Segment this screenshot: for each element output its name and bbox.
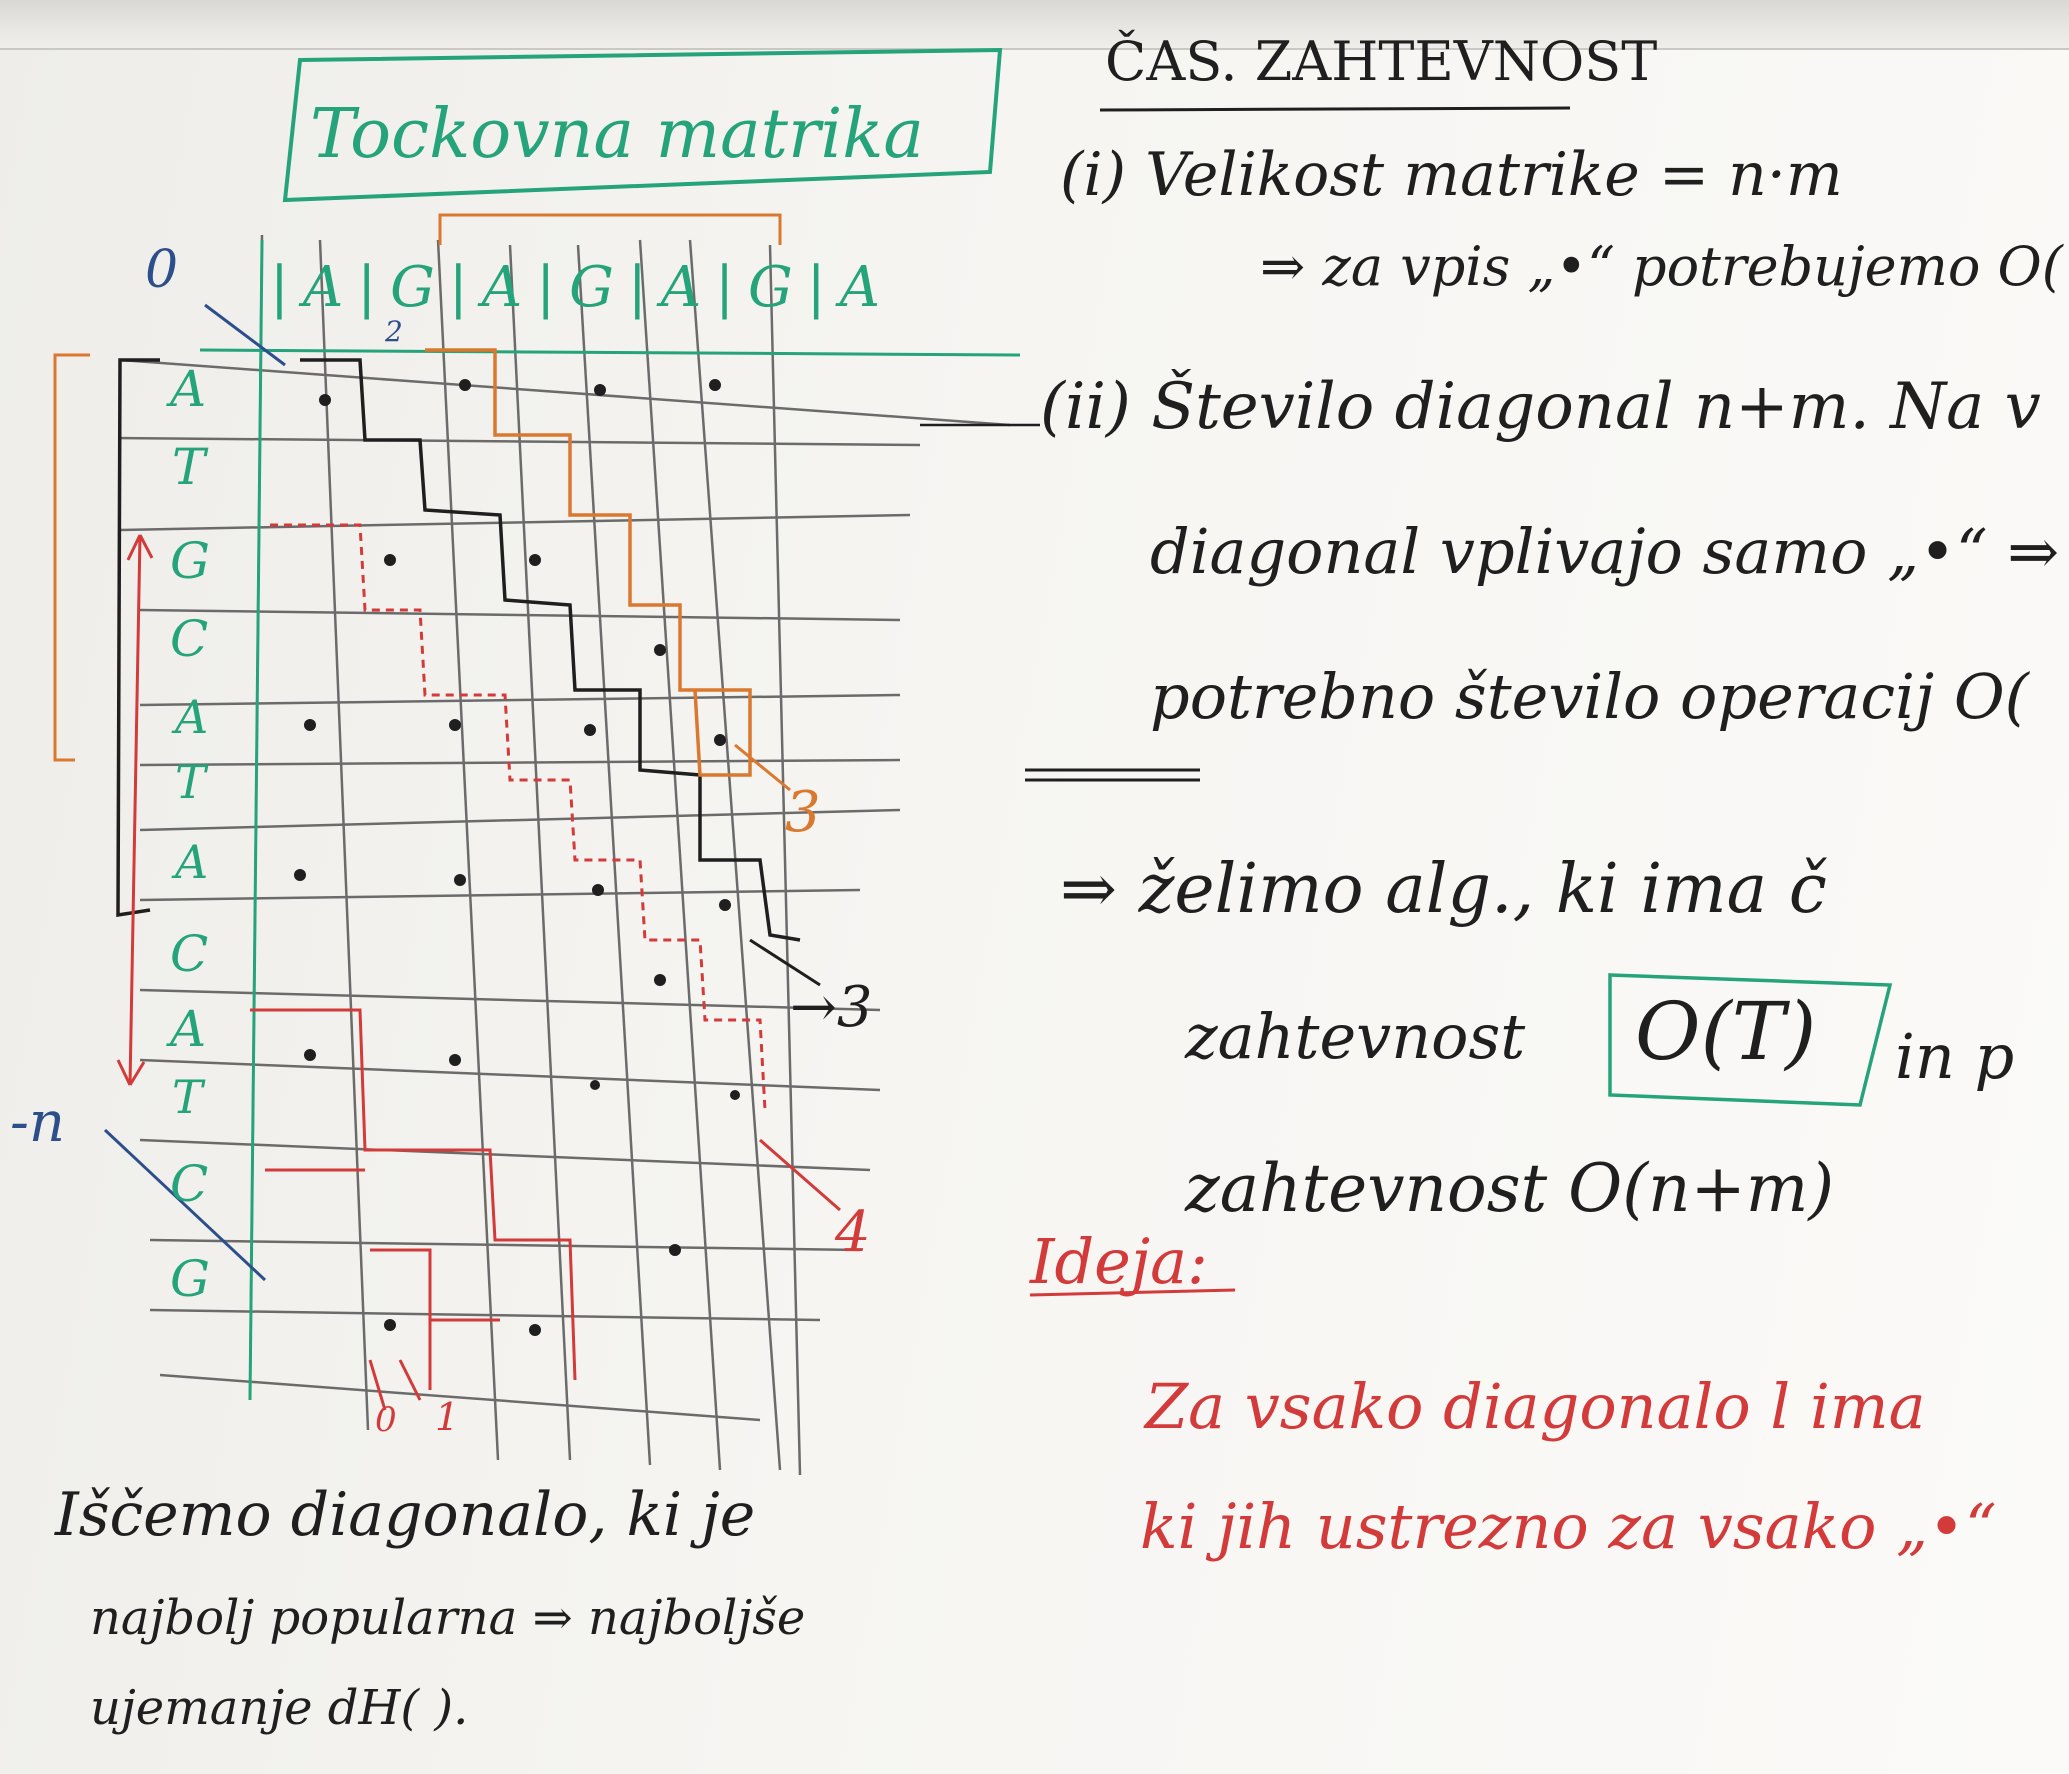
side-letter: A — [170, 360, 207, 418]
label-bottom-one: 1 — [435, 1395, 460, 1439]
side-letter: A — [175, 690, 209, 744]
label-two: 2 — [385, 315, 403, 348]
dot — [319, 394, 331, 406]
left-text-line2: najbolj popularna ⇒ najboljše — [90, 1590, 806, 1646]
label-zero: 0 — [145, 240, 179, 300]
blue-line-zero — [204, 303, 286, 367]
dot — [459, 379, 471, 391]
title-box — [282, 47, 1003, 203]
side-letter: C — [170, 1155, 209, 1213]
match-dots — [294, 379, 740, 1336]
orange-top-bracket — [438, 213, 782, 245]
ot-box — [1608, 973, 1893, 1107]
label-bottom-zero: 0 — [375, 1400, 397, 1440]
right-want-line2-a: zahtevnost — [1185, 1000, 1526, 1073]
right-ii-line2: diagonal vplivajo samo „•“ ⇒ — [1150, 515, 2060, 588]
idea-line2: ki jih ustrezno za vsako „•“ — [1140, 1490, 1997, 1563]
dot — [384, 554, 396, 566]
dot — [654, 974, 666, 986]
dot — [304, 719, 316, 731]
whiteboard-frame — [0, 0, 2069, 50]
side-letter: A — [175, 835, 209, 889]
red-left-arrow — [128, 534, 142, 1086]
label-three-b: →3 — [790, 975, 873, 1040]
arrow-three-a — [734, 743, 791, 792]
double-underline — [1025, 768, 1200, 782]
side-letter: C — [170, 610, 209, 668]
orange-left-bracket — [53, 353, 90, 762]
dot — [449, 719, 461, 731]
dot — [654, 644, 666, 656]
side-letter: G — [170, 1250, 210, 1308]
idea-line1: Za vsako diagonalo l ima — [1145, 1370, 1926, 1443]
side-letter: G — [170, 532, 210, 590]
arrow-three-b — [749, 938, 821, 987]
dot — [584, 724, 596, 736]
orange-staircase — [425, 348, 752, 777]
dot — [669, 1244, 681, 1256]
dot — [709, 379, 721, 391]
side-letter: T — [172, 438, 206, 496]
side-letter: T — [175, 755, 206, 809]
dot — [592, 884, 604, 896]
idea-underline — [1029, 1288, 1236, 1297]
right-ii-line3: potrebno število operacij O( — [1150, 660, 2029, 733]
right-want-line2-box: O(T) — [1635, 985, 1817, 1078]
dot — [730, 1090, 740, 1100]
dot — [719, 899, 731, 911]
left-text-line3: ujemanje dH( ). — [90, 1680, 469, 1736]
red-solid-staircase — [250, 1008, 577, 1381]
right-heading: ČAS. ZAHTEVNOST — [1105, 30, 1658, 93]
dot — [594, 384, 606, 396]
right-want-line3: zahtevnost O(n+m) — [1185, 1150, 1835, 1227]
blue-line-neg-n — [103, 1128, 267, 1282]
left-text-line1: Iščemo diagonalo, ki je — [55, 1480, 756, 1550]
green-row-separator — [199, 348, 1021, 357]
heading-underline — [1099, 106, 1571, 112]
right-want-line1: ⇒ želimo alg., ki ima č — [1060, 850, 1827, 929]
dot — [294, 869, 306, 881]
dot — [529, 1324, 541, 1336]
dot — [714, 734, 726, 746]
dot — [384, 1319, 396, 1331]
right-i-line2: ⇒ za vpis „•“ potrebujemo O( — [1260, 235, 2063, 298]
grid-rows — [117, 358, 1011, 1422]
label-four: 4 — [835, 1200, 871, 1265]
label-neg-n: -n — [10, 1090, 65, 1155]
top-sequence: |A|G|A|G|A|G|A — [270, 255, 895, 320]
right-want-line2-b: in p — [1895, 1020, 2015, 1093]
arrow-four — [759, 1138, 841, 1212]
side-letter: C — [170, 925, 209, 983]
side-letter: A — [170, 1000, 207, 1058]
dot — [454, 874, 466, 886]
grid-columns — [248, 234, 802, 1476]
green-col-separator — [248, 239, 264, 1401]
dot — [590, 1080, 600, 1090]
dot — [449, 1054, 461, 1066]
right-i-line1: (i) Velikost matrike = n·m — [1060, 140, 1843, 210]
title-text: Tockovna matrika — [310, 95, 924, 174]
red-dashed-staircase — [270, 523, 767, 1111]
black-staircase — [300, 358, 801, 942]
label-three-a: 3 — [785, 780, 821, 845]
dot — [304, 1049, 316, 1061]
idea-heading: Ideja: — [1030, 1225, 1208, 1298]
side-letter: T — [172, 1070, 203, 1124]
right-ii-line1: (ii) Število diagonal n+m. Na v — [1040, 370, 2041, 444]
dot — [529, 554, 541, 566]
